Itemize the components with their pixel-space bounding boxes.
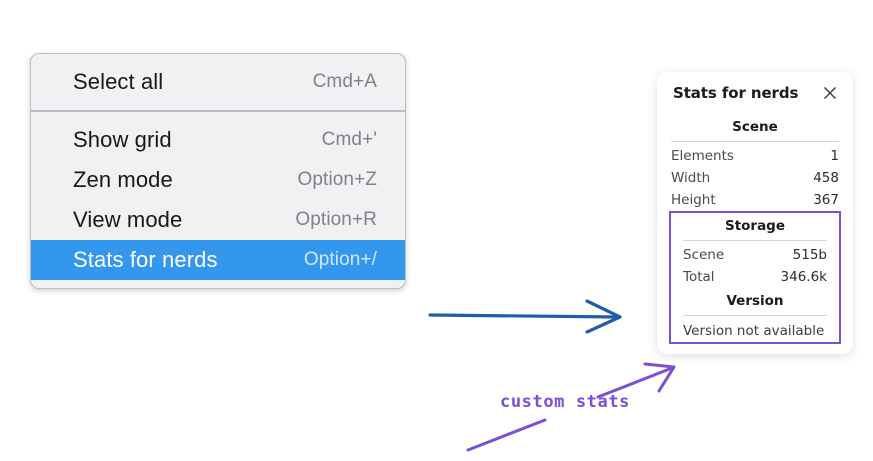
scene-section: Scene Elements 1 Width 458 Height 367	[671, 114, 839, 211]
storage-section-title: Storage	[724, 218, 786, 234]
menu-item-shortcut: Option+Z	[297, 169, 377, 190]
stat-value: 367	[813, 192, 839, 208]
stat-key: Elements	[671, 148, 734, 164]
stat-value: 346.6k	[780, 269, 827, 285]
menu-item-zen-mode[interactable]: Zen mode Option+Z	[31, 160, 405, 200]
stat-value: 515b	[792, 247, 827, 263]
panel-header: Stats for nerds	[657, 84, 853, 102]
panel-title: Stats for nerds	[673, 84, 799, 102]
stat-key: Width	[671, 170, 711, 186]
menu-item-select-all[interactable]: Select all Cmd+A	[31, 62, 405, 102]
menu-item-shortcut: Option+/	[303, 249, 377, 270]
stat-key: Total	[683, 269, 715, 285]
stat-value: 458	[813, 170, 839, 186]
menu-item-show-grid[interactable]: Show grid Cmd+'	[31, 120, 405, 160]
scene-section-title: Scene	[732, 119, 778, 135]
version-section-title: Version	[726, 293, 784, 309]
menu-item-label: Show grid	[73, 127, 172, 152]
version-text: Version not available	[683, 323, 825, 339]
storage-section: Storage Scene 515b Total 346.6k	[683, 213, 827, 288]
stat-row: Width 458	[671, 167, 839, 189]
blue-arrow	[428, 299, 622, 334]
menu-item-shortcut: Cmd+A	[312, 71, 377, 92]
stats-content: Scene Elements 1 Width 458 Height 367 St…	[657, 114, 853, 344]
stat-key: Scene	[683, 247, 725, 263]
custom-stats-highlight-box: Storage Scene 515b Total 346.6k Version …	[669, 211, 841, 344]
menu-item-view-mode[interactable]: View mode Option+R	[31, 200, 405, 240]
stat-row: Elements 1	[671, 145, 839, 167]
stat-row: Height 367	[671, 189, 839, 211]
context-menu[interactable]: Select all Cmd+A Show grid Cmd+' Zen mod…	[30, 53, 406, 289]
version-section: Version Version not available	[683, 288, 827, 342]
stat-row: Scene 515b	[683, 244, 827, 266]
purple-underline-stroke	[466, 418, 547, 452]
menu-group-1: Select all Cmd+A	[31, 54, 405, 110]
stat-value: 1	[830, 148, 839, 164]
menu-group-2: Show grid Cmd+' Zen mode Option+Z View m…	[31, 110, 405, 288]
stats-for-nerds-panel: Stats for nerds Scene Elements 1 Width 4…	[657, 72, 853, 354]
stat-key: Height	[671, 192, 716, 208]
divider	[683, 315, 827, 316]
divider	[671, 141, 839, 142]
menu-item-label: Stats for nerds	[73, 247, 218, 272]
menu-item-label: View mode	[73, 207, 183, 232]
stat-row: Total 346.6k	[683, 266, 827, 288]
divider	[683, 240, 827, 241]
menu-item-stats-for-nerds[interactable]: Stats for nerds Option+/	[31, 240, 405, 280]
menu-item-label: Select all	[73, 69, 164, 94]
annotation-label: custom stats	[500, 392, 631, 412]
menu-item-label: Zen mode	[73, 167, 173, 192]
close-icon[interactable]	[821, 84, 839, 102]
menu-item-shortcut: Cmd+'	[321, 129, 377, 150]
menu-item-shortcut: Option+R	[295, 209, 377, 230]
